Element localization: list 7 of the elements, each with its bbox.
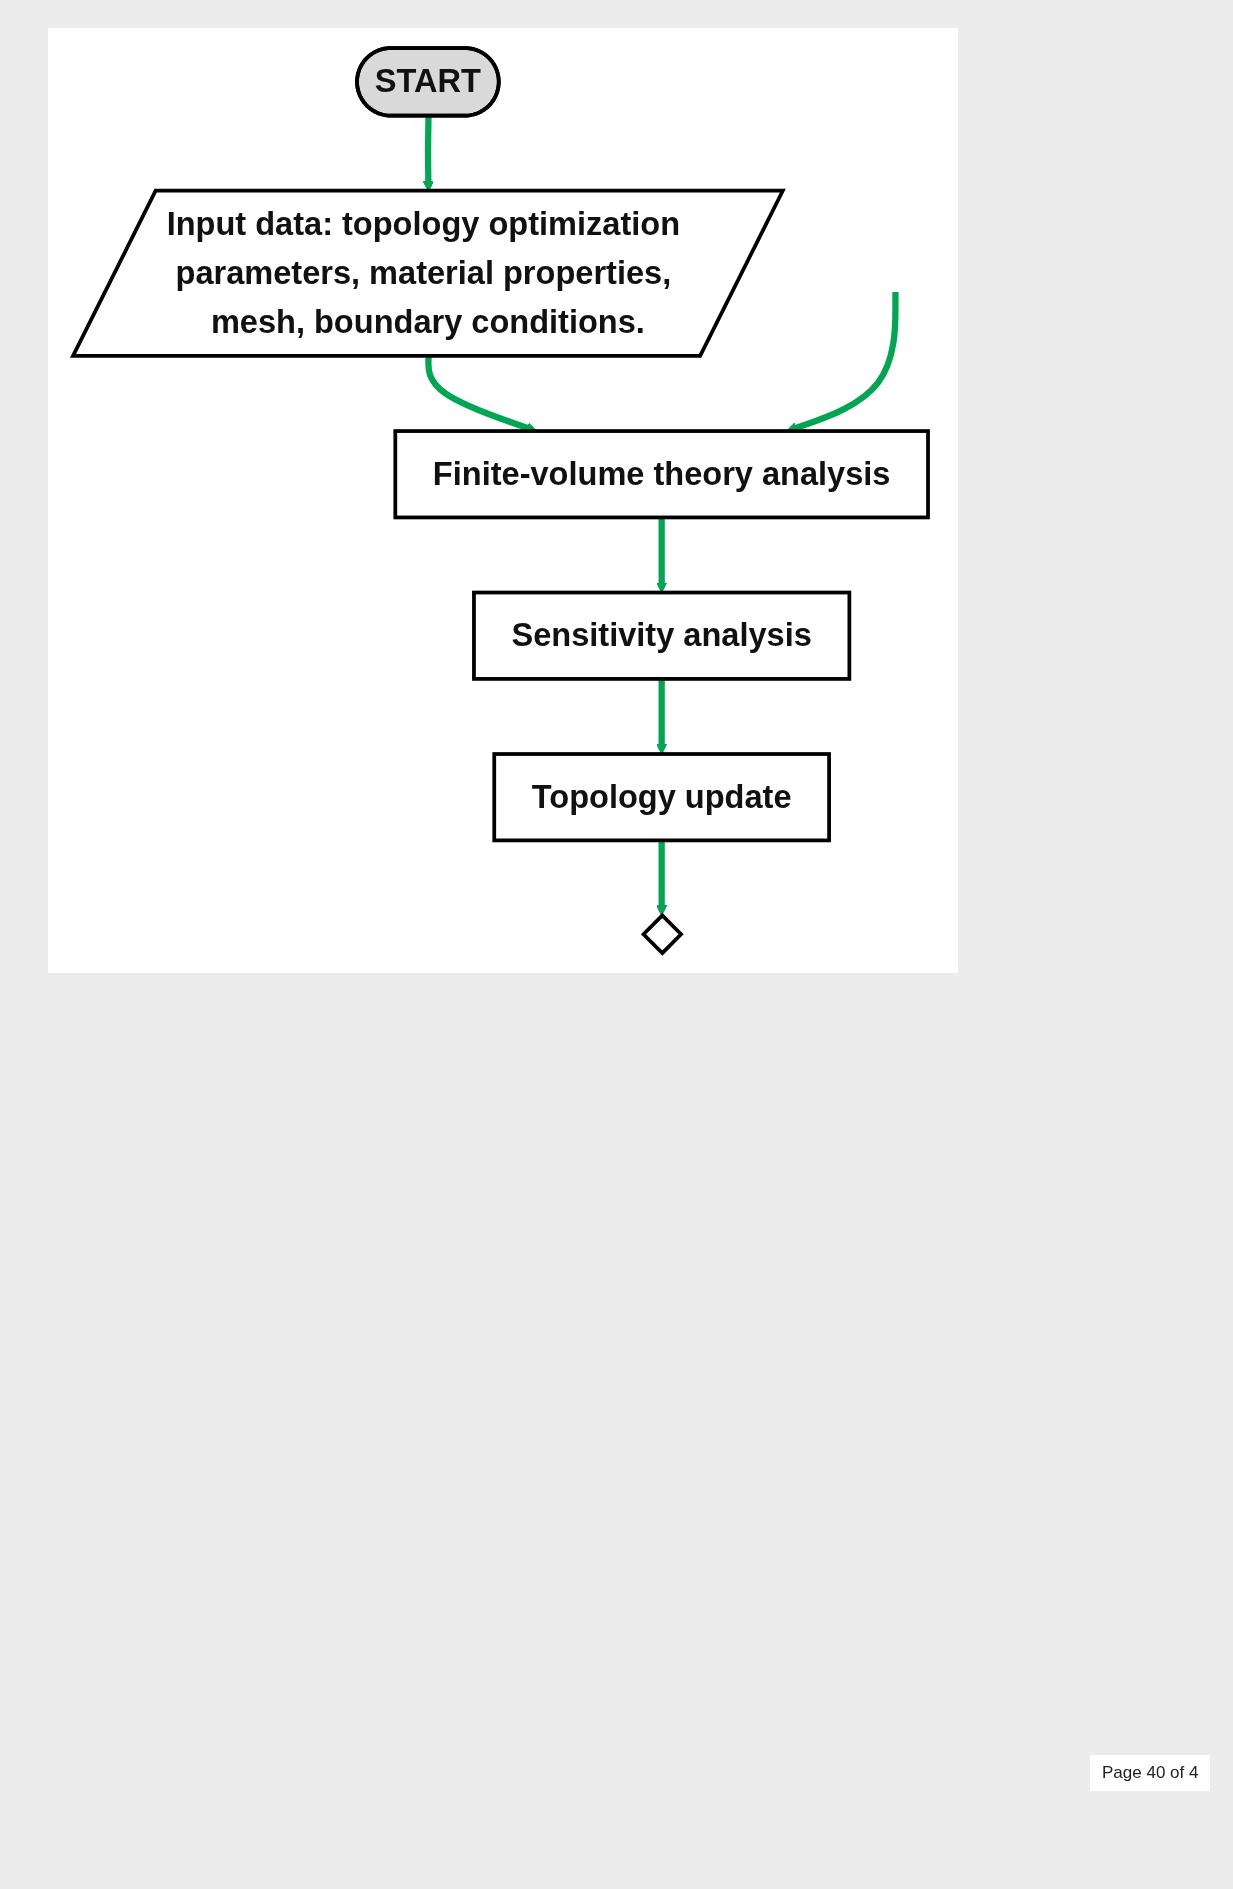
node-box: Finite-volume theory analysis [393, 429, 930, 520]
node-box: Sensitivity analysis [472, 590, 852, 681]
node-diamond [640, 912, 684, 956]
arrow [656, 678, 668, 755]
node-box: Topology update [492, 752, 831, 843]
arrow [656, 840, 668, 916]
page-number: Page 40 of 4 [1090, 1755, 1211, 1791]
